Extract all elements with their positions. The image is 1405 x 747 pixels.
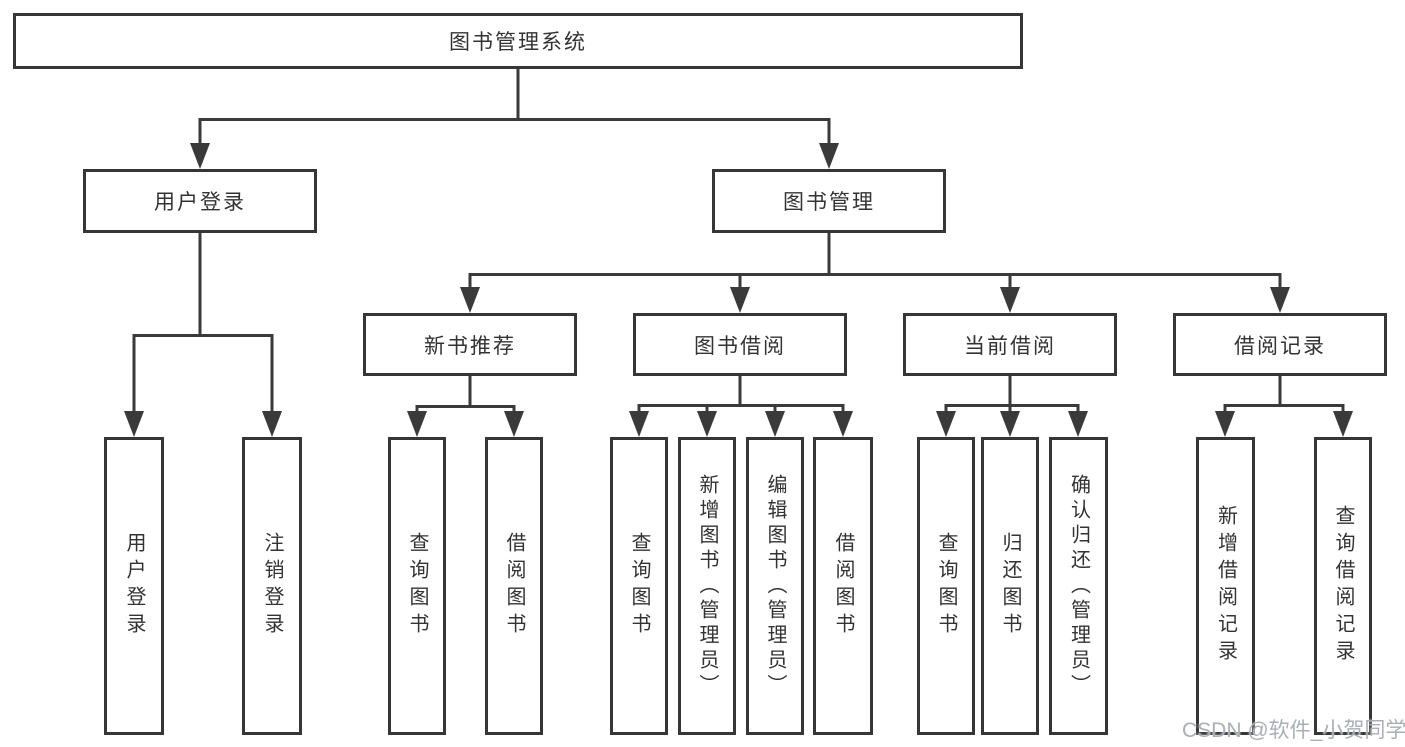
leaf-logout-label: 注销登录: [261, 532, 283, 640]
leaf-query-books-1: 查询图书: [388, 437, 446, 735]
leaf-user-login: 用户登录: [104, 437, 164, 735]
leaf-add-borrow-record: 新增借阅记录: [1196, 437, 1255, 735]
leaf-query-books-3: 查询图书: [917, 437, 975, 735]
node-new-book-recommend-label: 新书推荐: [424, 334, 516, 358]
node-book-borrowing: 图书借阅: [633, 313, 847, 376]
leaf-borrow-books-1-label: 借阅图书: [503, 532, 525, 640]
leaf-add-books-admin: 新增图书（管理员）: [678, 437, 736, 735]
node-book-management-label: 图书管理: [783, 191, 875, 214]
leaf-add-borrow-record-label: 新增借阅记录: [1214, 505, 1237, 667]
leaf-edit-books-admin-label: 编辑图书（管理员）: [764, 473, 786, 699]
leaf-return-books-label: 归还图书: [999, 532, 1021, 640]
node-borrowing-records-label: 借阅记录: [1234, 334, 1326, 358]
leaf-add-books-admin-label: 新增图书（管理员）: [696, 473, 718, 699]
leaf-borrow-books-2-label: 借阅图书: [832, 532, 854, 640]
connector-paths: [132, 69, 1345, 415]
node-user-login: 用户登录: [83, 169, 317, 233]
arrowheads: [124, 143, 1353, 437]
node-book-management: 图书管理: [712, 169, 946, 233]
leaf-query-borrow-record: 查询借阅记录: [1314, 437, 1372, 735]
leaf-query-books-2: 查询图书: [610, 437, 668, 735]
leaf-borrow-books-1: 借阅图书: [485, 437, 543, 735]
leaf-query-borrow-record-label: 查询借阅记录: [1332, 505, 1354, 667]
leaf-borrow-books-2: 借阅图书: [813, 437, 873, 735]
node-current-borrowing-label: 当前借阅: [964, 334, 1056, 358]
leaf-query-books-3-label: 查询图书: [935, 532, 957, 640]
node-root-label: 图书管理系统: [449, 31, 587, 54]
node-current-borrowing: 当前借阅: [903, 313, 1117, 376]
node-user-login-label: 用户登录: [154, 191, 246, 214]
node-book-borrowing-label: 图书借阅: [694, 334, 786, 358]
csdn-watermark: CSDN @软件_小贺同学: [1182, 719, 1405, 742]
leaf-query-books-1-label: 查询图书: [406, 532, 428, 640]
leaf-user-login-label: 用户登录: [123, 532, 145, 640]
node-new-book-recommend: 新书推荐: [363, 313, 577, 376]
leaf-edit-books-admin: 编辑图书（管理员）: [746, 437, 804, 735]
node-root: 图书管理系统: [13, 13, 1023, 69]
leaf-confirm-return-admin: 确认归还（管理员）: [1049, 437, 1108, 735]
node-borrowing-records: 借阅记录: [1173, 313, 1387, 376]
leaf-query-books-2-label: 查询图书: [628, 532, 650, 640]
leaf-logout: 注销登录: [242, 437, 302, 735]
leaf-confirm-return-admin-label: 确认归还（管理员）: [1067, 473, 1090, 699]
leaf-return-books: 归还图书: [981, 437, 1039, 735]
